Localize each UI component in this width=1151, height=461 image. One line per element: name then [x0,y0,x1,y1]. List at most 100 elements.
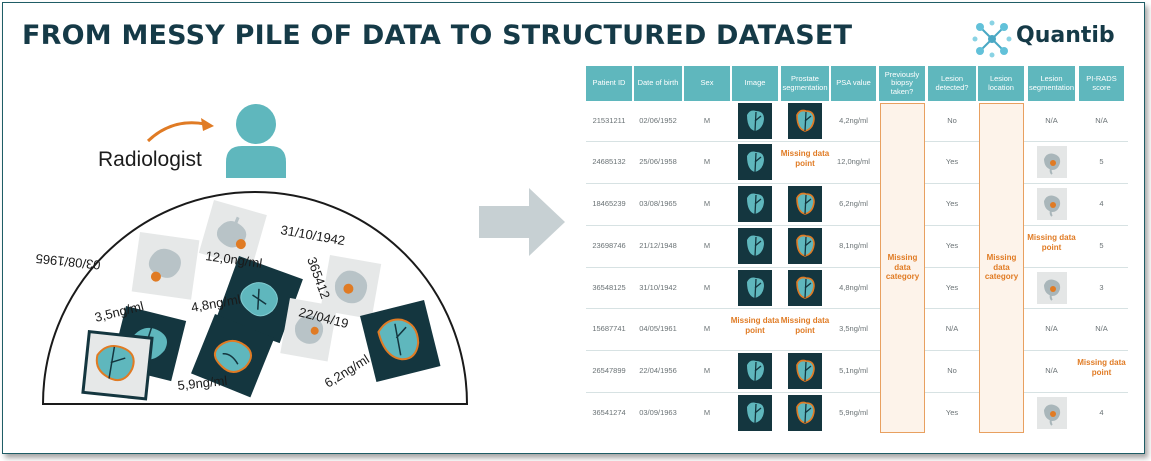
cell-lesion-detected: N/A [945,324,959,333]
scan-tile-1 [131,232,200,300]
scan-tile-8 [360,300,441,382]
cell-pirads-score: N/A [1095,116,1108,125]
cell-date-of-birth: 22/04/1956 [639,366,677,375]
pile-label-date-2: 03/08/1965 [35,251,101,273]
cell-date-of-birth: 03/08/1965 [639,199,677,208]
column-header: PI-RADS score [1079,66,1124,101]
cell-psa-value: 12,0ng/ml [837,157,870,166]
cell-psa-value: 4,2ng/ml [839,116,868,125]
column-header: Prostate segmentation [781,66,829,101]
cell-sex: M [703,408,711,417]
missing-category-box [979,103,1024,433]
missing-data-point-label: Missing data point [1027,233,1076,252]
lesion-segmentation-thumbnail [1037,397,1067,429]
cell-lesion-detected: Yes [945,408,959,417]
scan-tile-2 [198,200,267,269]
mri-image-thumbnail [738,186,772,222]
prostate-segmentation-thumbnail [788,353,822,389]
missing-data-point-label: Missing data point [730,316,780,335]
cell-pirads-score: 5 [1099,241,1104,250]
cell-lesion-detected: Yes [945,199,959,208]
column-header: Lesion location [978,66,1024,101]
cell-date-of-birth: 04/05/1961 [639,324,677,333]
missing-category-box [880,103,925,433]
cell-patient-id: 24685132 [592,157,626,166]
cell-lesion-detected: No [947,366,957,375]
cell-lesion-detected: Yes [945,157,959,166]
missing-category-label: Missing data category [984,253,1019,281]
missing-data-point-label: Missing data point [780,316,830,335]
cell-date-of-birth: 21/12/1948 [639,241,677,250]
column-header: Patient ID [586,66,632,101]
logo-text: Quantib [1016,23,1115,48]
curved-arrow-icon [146,121,206,143]
prostate-segmentation-thumbnail [788,270,822,306]
cell-pirads-score: 5 [1099,157,1104,166]
quantib-logo: Quantib [972,17,1132,61]
messy-data-pile: 31/10/1942 12,0ng/ml 03/08/1965 365412 3… [35,104,469,405]
cell-psa-value: 5,9ng/ml [839,408,868,417]
cell-patient-id: 23698746 [592,241,626,250]
pile-label-psa-4: 5,9ng/ml [177,373,228,393]
cell-pirads-score: 4 [1099,199,1104,208]
big-right-arrow-icon [479,188,565,256]
cell-sex: M [703,116,711,125]
cell-lesion-detected: Yes [945,241,959,250]
row-divider [586,141,1128,142]
column-header: Image [732,66,778,101]
column-header: Lesion detected? [928,66,976,101]
cell-psa-value: 3,5ng/ml [839,324,868,333]
missing-category-label: Missing data category [885,253,920,281]
scan-tile-9 [81,330,154,401]
lesion-segmentation-thumbnail [1037,146,1067,178]
cell-sex: M [703,157,711,166]
cell-date-of-birth: 03/09/1963 [639,408,677,417]
cell-psa-value: 5,1ng/ml [839,366,868,375]
cell-lesion-segmentation: N/A [1045,116,1058,125]
prostate-segmentation-thumbnail [788,395,822,431]
cell-lesion-detected: No [947,116,957,125]
row-divider [586,308,1128,309]
cell-sex: M [703,366,711,375]
cell-psa-value: 6,2ng/ml [839,199,868,208]
page-title: FROM MESSY PILE OF DATA TO STRUCTURED DA… [22,20,853,51]
row-divider [586,392,1128,393]
molecule-icon [972,20,1012,58]
missing-data-point-label: Missing data point [1077,358,1126,377]
scan-tile-4 [320,255,382,320]
cell-pirads-score: 3 [1099,283,1104,292]
column-header: PSA value [831,66,876,101]
row-divider [586,225,1128,226]
cell-date-of-birth: 02/06/1952 [639,116,677,125]
cell-pirads-score: N/A [1095,324,1108,333]
cell-patient-id: 36548125 [592,283,626,292]
cell-patient-id: 15687741 [592,324,626,333]
cell-pirads-score: 4 [1099,408,1104,417]
column-header: Previously biopsy taken? [879,66,925,101]
cell-patient-id: 21531211 [592,116,626,125]
cell-lesion-detected: Yes [945,283,959,292]
cell-patient-id: 18465239 [592,199,626,208]
mri-image-thumbnail [738,144,772,180]
prostate-segmentation-thumbnail [788,103,822,139]
row-divider [586,267,1128,268]
radiologist-label: Radiologist [98,148,202,171]
lesion-segmentation-thumbnail [1037,272,1067,304]
mri-image-thumbnail [738,270,772,306]
mri-image-thumbnail [738,103,772,139]
cell-patient-id: 26547899 [592,366,626,375]
cell-sex: M [703,199,711,208]
mri-image-thumbnail [738,228,772,264]
row-divider [586,350,1128,351]
radiologist-person-icon [226,104,286,178]
cell-sex: M [703,241,711,250]
cell-lesion-segmentation: N/A [1045,366,1058,375]
cell-psa-value: 8,1ng/ml [839,241,868,250]
cell-sex: M [703,324,711,333]
prostate-segmentation-thumbnail [788,186,822,222]
cell-lesion-segmentation: N/A [1045,324,1058,333]
column-header: Date of birth [634,66,682,101]
lesion-segmentation-thumbnail [1037,188,1067,220]
scan-tile-6 [191,314,275,398]
